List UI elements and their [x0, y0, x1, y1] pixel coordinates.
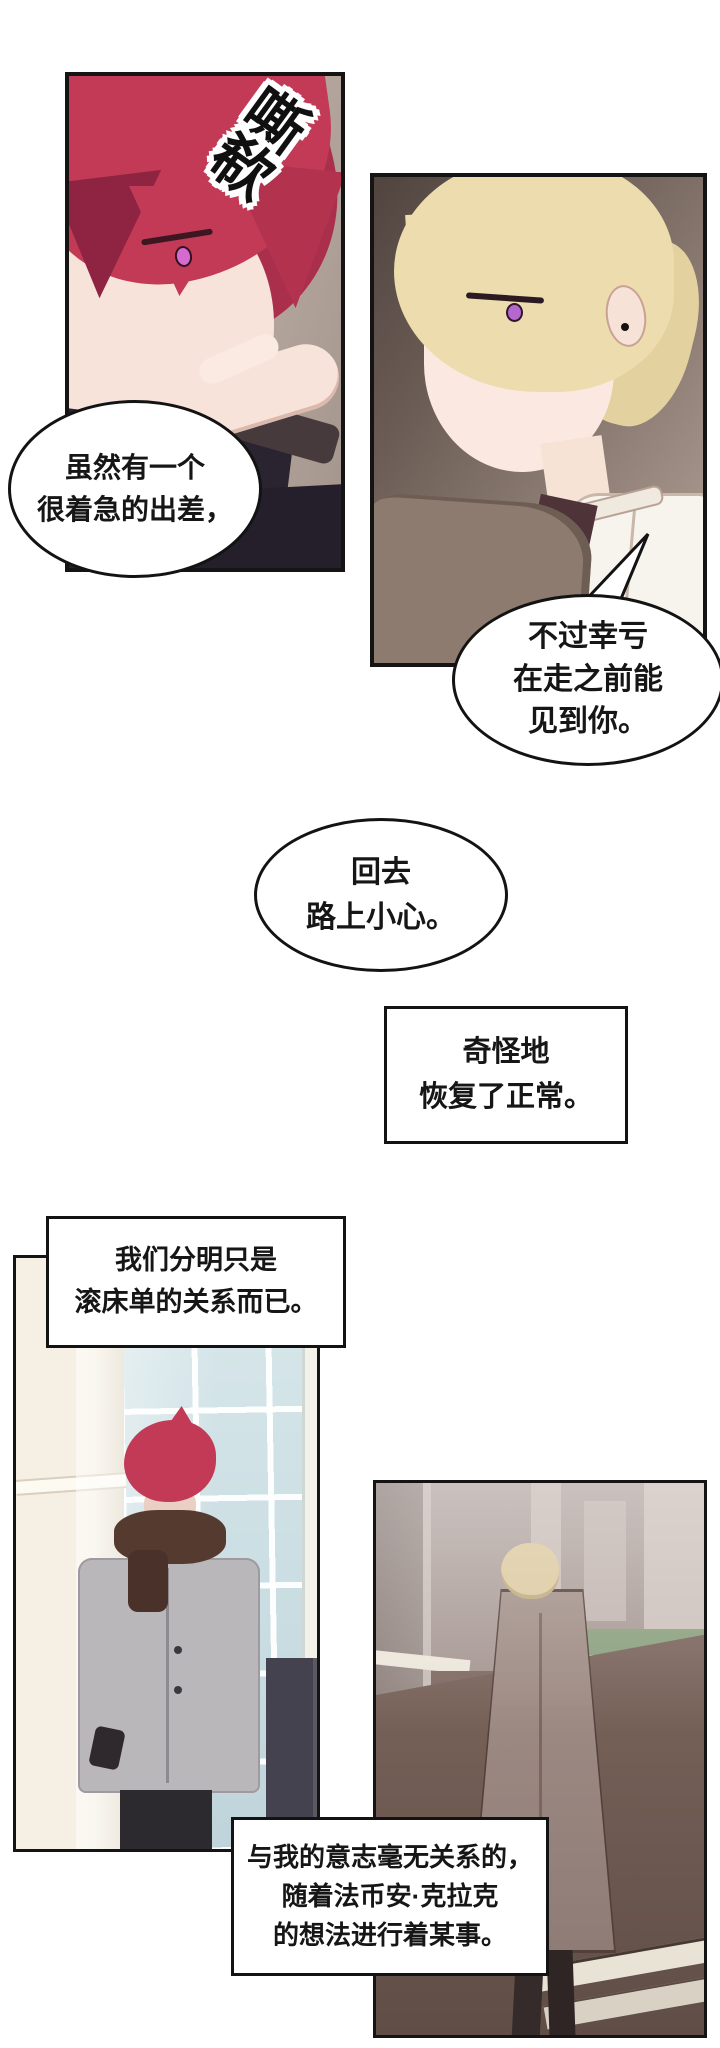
coat-seam-shape	[166, 1568, 169, 1783]
narration-line: 我们分明只是	[115, 1245, 277, 1276]
speech-line: 见到你。	[528, 705, 648, 739]
coat-button-shape-2	[174, 1686, 182, 1694]
speech-bubble-farewell: 回去 路上小心。	[254, 818, 508, 972]
pillar-shape-2	[584, 1501, 626, 1621]
narration-line: 奇怪地	[462, 1036, 550, 1069]
blonde-back-hair-shape	[501, 1543, 559, 1599]
speech-line: 回去	[351, 856, 411, 889]
panel-redhead-window	[13, 1255, 320, 1852]
speech-line: 很着急的出差，	[36, 494, 233, 525]
blonde-eye-shape	[506, 303, 523, 322]
scarf-tail-shape	[128, 1550, 168, 1612]
speech-line: 路上小心。	[306, 901, 456, 934]
narration-box-1: 奇怪地 恢复了正常。	[384, 1006, 628, 1144]
narration-line: 滚床单的关系而已。	[74, 1287, 318, 1317]
narration-line: 与我的意志毫无关系的，	[246, 1842, 533, 1872]
speech-line: 不过幸亏	[528, 620, 648, 654]
pants-shape	[120, 1790, 212, 1849]
panel-blonde-closeup	[370, 173, 707, 667]
pillar-shape-3	[644, 1483, 704, 1633]
speech-line: 在走之前能	[513, 662, 663, 696]
coat-back-seam-shape	[539, 1613, 542, 1943]
narration-box-2: 我们分明只是 滚床单的关系而已。	[46, 1216, 346, 1348]
speech-bubble-redhead: 虽然有一个 很着急的出差，	[8, 400, 262, 578]
narration-box-3: 与我的意志毫无关系的， 随着法币安·克拉克 的想法进行着某事。	[231, 1817, 549, 1976]
speech-line: 虽然有一个	[64, 452, 205, 483]
redhead-standing-hair-shape	[124, 1420, 216, 1502]
narration-line: 的想法进行着某事。	[272, 1920, 507, 1950]
narration-line: 随着法币安·克拉克	[281, 1881, 499, 1911]
stair-rail-shape	[266, 1658, 317, 1818]
narration-line: 恢复了正常。	[418, 1081, 593, 1113]
coat-button-shape	[174, 1646, 182, 1654]
blonde-earring-shape	[621, 323, 629, 331]
speech-bubble-blonde: 不过幸亏 在走之前能 见到你。	[452, 594, 720, 766]
